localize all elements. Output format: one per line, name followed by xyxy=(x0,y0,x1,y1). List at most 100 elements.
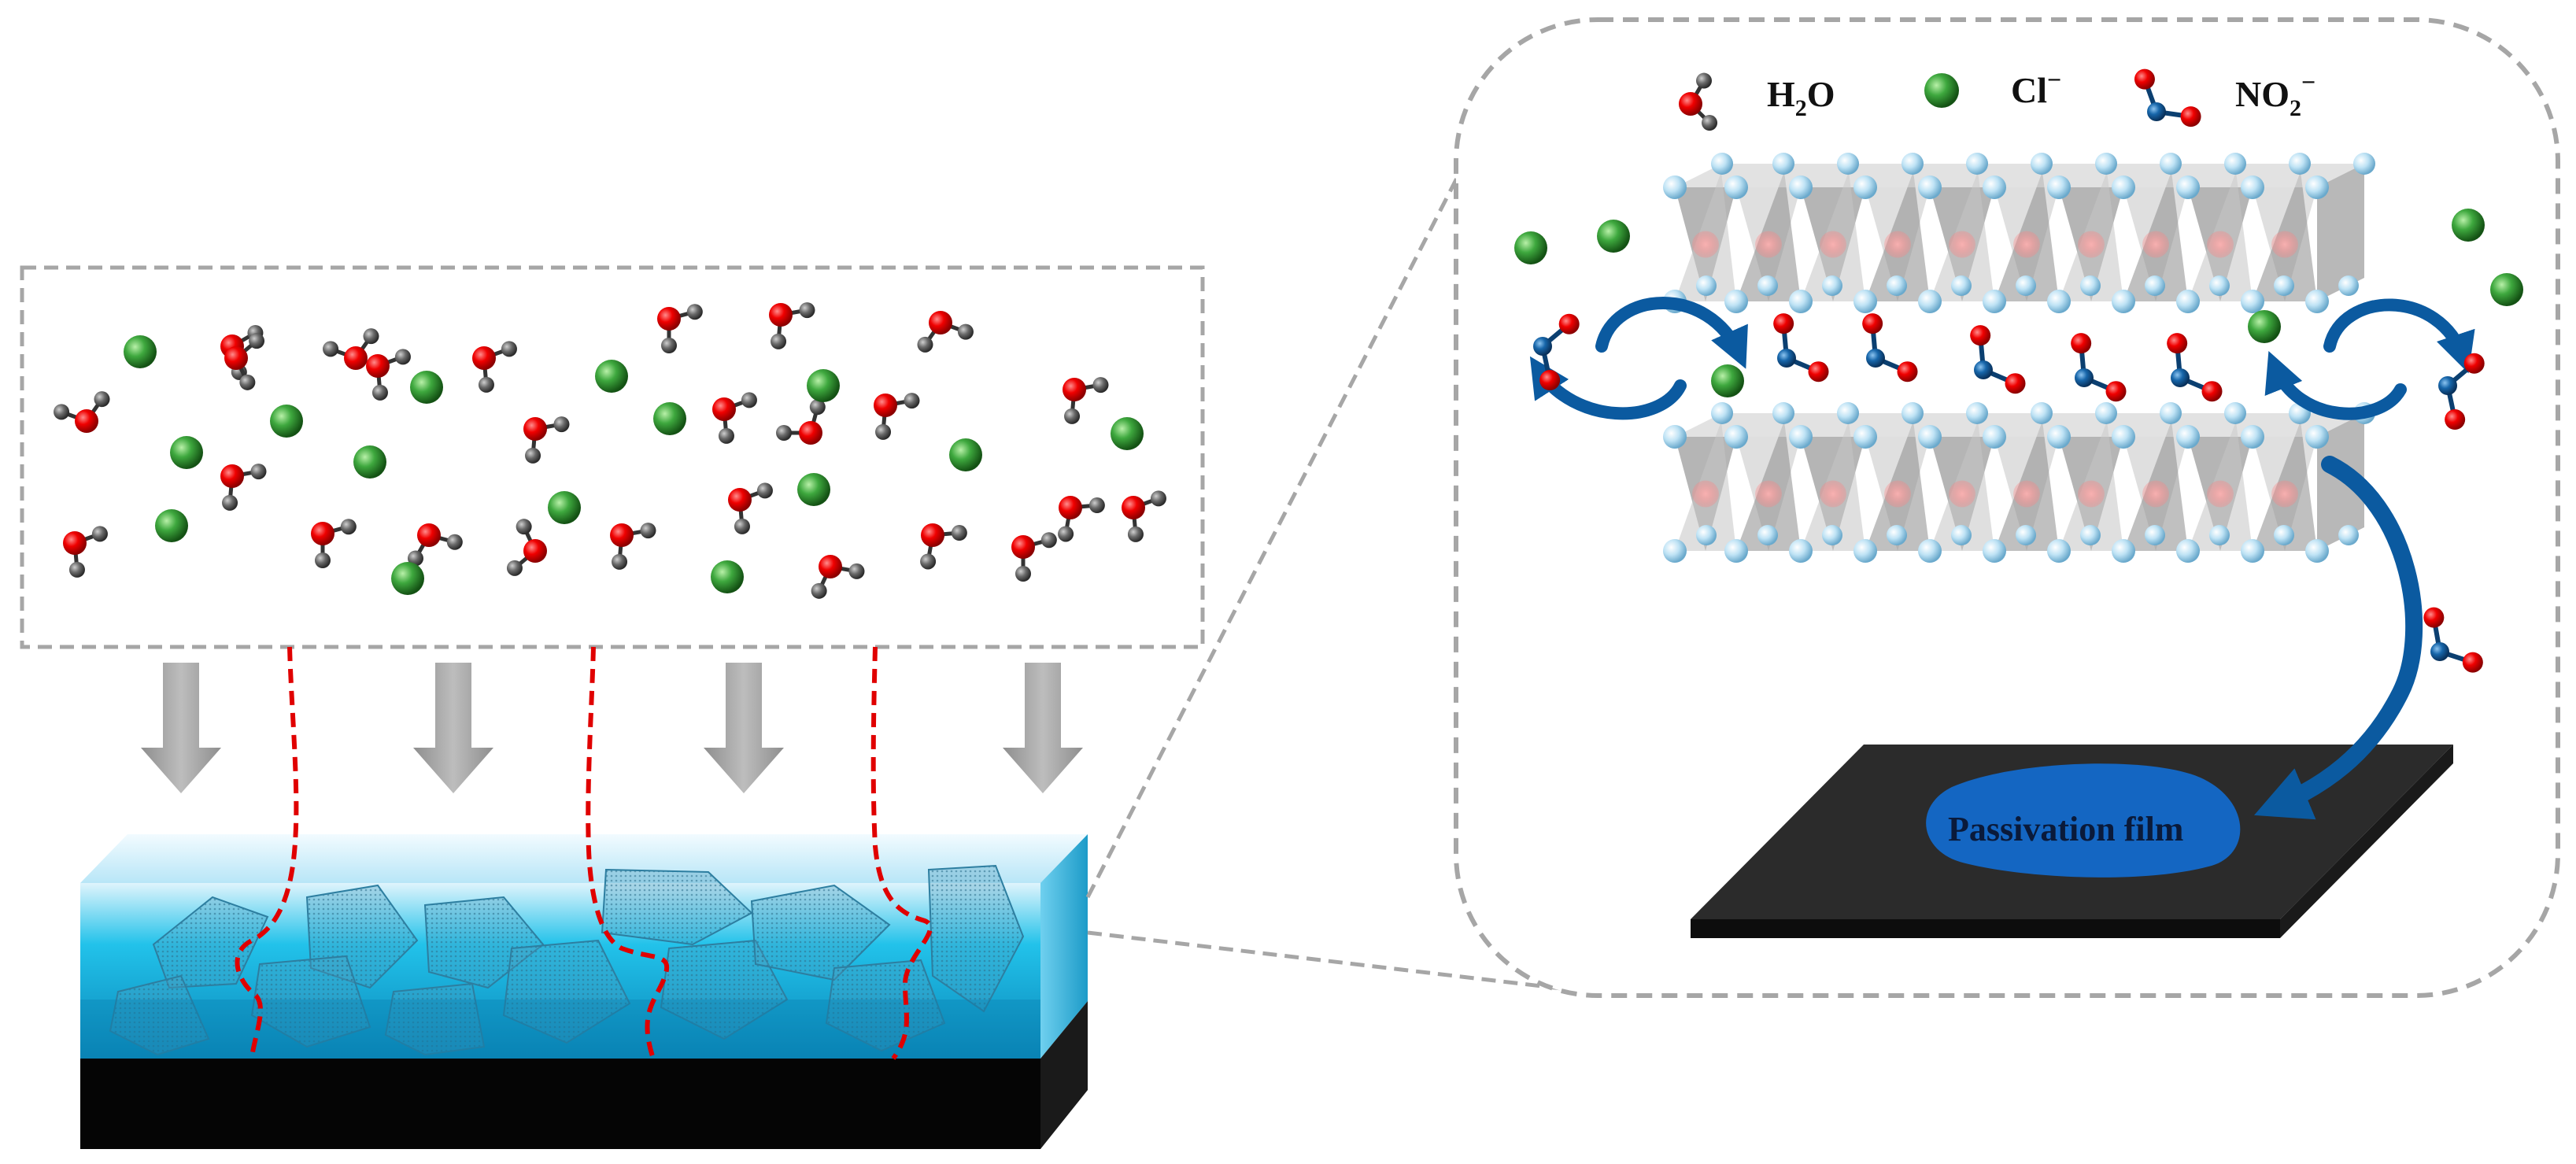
water-molecule xyxy=(323,328,379,370)
chloride-ion xyxy=(807,369,840,402)
substrate-side xyxy=(1040,1001,1088,1149)
ldh-layer-top xyxy=(1663,153,2375,313)
water-molecule xyxy=(1063,377,1109,424)
metal-cation xyxy=(2207,480,2234,508)
hydroxyl-node xyxy=(1983,539,2006,563)
legend: H2O Cl− NO2− xyxy=(1679,65,2315,131)
hydroxyl-node xyxy=(2353,153,2375,175)
metal-cation xyxy=(2013,480,2040,508)
chloride-ion xyxy=(2490,273,2523,306)
water-molecule xyxy=(1679,72,1718,131)
hydroxyl-node xyxy=(1789,539,1813,563)
hydroxyl-node xyxy=(1853,176,1877,199)
hydroxyl-node xyxy=(2080,525,2101,545)
metal-cation xyxy=(1755,480,1782,508)
hydroxyl-node xyxy=(1951,525,1972,545)
metal-cation xyxy=(1692,480,1719,508)
hydroxyl-node xyxy=(1724,290,1748,313)
water-molecule xyxy=(1058,496,1105,542)
nitrite-ion xyxy=(1862,313,1918,382)
corrosive-penetration-paths xyxy=(235,646,933,1060)
water-molecule xyxy=(610,523,656,570)
hydroxyl-node xyxy=(2145,275,2165,296)
hydroxyl-node xyxy=(2305,425,2329,449)
hydroxyl-node xyxy=(2224,153,2246,175)
hydroxyl-node xyxy=(2145,525,2165,545)
hydroxyl-node xyxy=(2176,425,2200,449)
flake xyxy=(825,959,946,1052)
legend-nitrite-icon xyxy=(2134,68,2201,127)
hydroxyl-node xyxy=(2080,275,2101,296)
hydroxyl-node xyxy=(2176,176,2200,199)
hydroxyl-node xyxy=(1724,539,1748,563)
metal-cation xyxy=(2078,480,2105,508)
flake xyxy=(109,974,210,1056)
chloride-ion xyxy=(391,562,424,595)
metal-cation xyxy=(2142,480,2169,508)
flake xyxy=(384,982,486,1056)
penetration-path-2 xyxy=(586,646,670,1059)
water-molecule xyxy=(408,523,463,567)
diffusion-arrows xyxy=(141,663,1083,793)
hydroxyl-node xyxy=(1902,402,1924,424)
hydroxyl-node xyxy=(1837,402,1859,424)
hydroxyl-node xyxy=(1663,539,1687,563)
metal-cation xyxy=(1755,231,1782,258)
metal-cation xyxy=(1949,480,1975,508)
flake xyxy=(750,884,891,981)
hydroxyl-node xyxy=(1918,425,1942,449)
hydroxyl-node xyxy=(1696,275,1717,296)
hydroxyl-node xyxy=(1887,275,1907,296)
exchange-arrow-left-top xyxy=(1595,297,1748,369)
metal-cation xyxy=(2271,480,2298,508)
nitrite-ion xyxy=(2071,333,2127,402)
hydroxyl-node xyxy=(2241,539,2264,563)
hydroxyl-node xyxy=(1757,275,1778,296)
chloride-ion xyxy=(797,473,830,506)
water-molecule xyxy=(54,391,110,433)
down-arrow-1 xyxy=(141,663,221,793)
hydroxyl-node xyxy=(1966,402,1988,424)
down-arrow-3 xyxy=(704,663,784,793)
pigment-flakes xyxy=(109,864,1025,1056)
chloride-ion xyxy=(155,509,188,542)
hydroxyl-node xyxy=(2209,275,2230,296)
hydroxyl-node xyxy=(1772,402,1794,424)
flake xyxy=(250,955,371,1048)
metal-cation xyxy=(1820,231,1846,258)
hydroxyl-node xyxy=(1951,275,1972,296)
hydroxyl-node xyxy=(2241,425,2264,449)
hydroxyl-node xyxy=(2047,290,2071,313)
steel-plate-side xyxy=(2280,745,2453,938)
water-molecule xyxy=(1011,532,1057,582)
nitrite-ion xyxy=(2438,353,2485,430)
hydroxyl-node xyxy=(1724,425,1748,449)
chloride-ion xyxy=(124,335,157,368)
water-molecule xyxy=(366,349,411,401)
hydroxyl-node xyxy=(1822,525,1842,545)
hydroxyl-node xyxy=(2047,425,2071,449)
chloride-ion xyxy=(270,405,303,438)
hydroxyl-node xyxy=(2176,290,2200,313)
hydroxyl-node xyxy=(2338,525,2359,545)
hydroxyl-node xyxy=(1918,290,1942,313)
hydroxyl-node xyxy=(2305,290,2329,313)
penetration-path-1 xyxy=(235,646,299,1059)
water-molecule xyxy=(220,464,267,511)
zoom-connector xyxy=(1085,132,1602,996)
water-molecule xyxy=(712,392,757,444)
zoom-line-bottom xyxy=(1087,930,1602,996)
water-molecule xyxy=(728,482,773,534)
hydroxyl-node xyxy=(1663,176,1687,199)
solution-box xyxy=(20,265,1205,649)
hydroxyl-node xyxy=(1902,153,1924,175)
flake xyxy=(660,939,789,1040)
nitrite-ion xyxy=(1773,313,1829,382)
hydroxyl-node xyxy=(2112,176,2135,199)
hydroxyl-node xyxy=(2031,402,2053,424)
layer-side-face xyxy=(2317,164,2364,301)
hydroxyl-node xyxy=(2160,153,2182,175)
hydroxyl-node xyxy=(2095,402,2117,424)
hydroxyl-node xyxy=(1789,176,1813,199)
layer-side-face xyxy=(2317,413,2364,551)
